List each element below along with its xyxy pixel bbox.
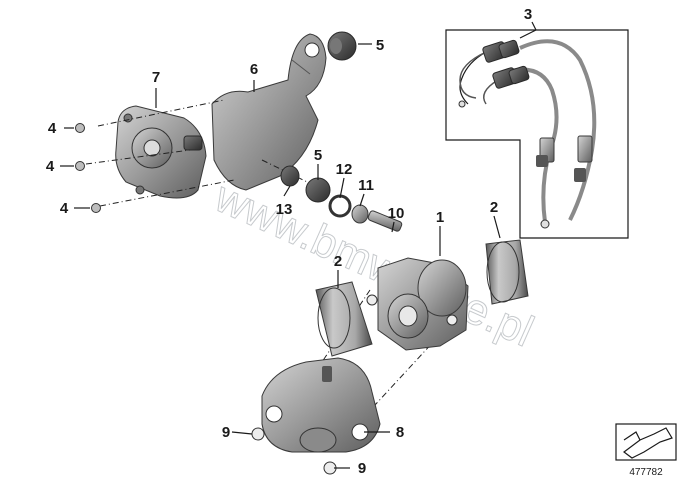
callout-10: 10 — [388, 205, 405, 222]
hose-clamp-left — [315, 281, 373, 357]
lower-cover — [261, 357, 381, 453]
callout-12: 12 — [336, 161, 353, 178]
callout-2-left: 2 — [334, 253, 342, 270]
callout-8: 8 — [396, 424, 404, 441]
screws — [75, 123, 101, 213]
alignment-line — [97, 99, 225, 127]
callout-9-left: 9 — [222, 424, 230, 441]
callout-13: 13 — [276, 201, 293, 218]
sensor-cover — [211, 33, 327, 191]
leader-lines — [60, 21, 537, 469]
callout-6: 6 — [250, 61, 258, 78]
callout-9-bottom: 9 — [358, 460, 366, 477]
alignment-line — [85, 149, 191, 165]
callout-5-top: 5 — [376, 37, 384, 54]
callout-4-top: 4 — [48, 120, 57, 137]
callout-5-mid: 5 — [314, 147, 322, 164]
callout-4-mid: 4 — [46, 158, 55, 175]
hose-clamp-right — [485, 239, 529, 305]
callout-11: 11 — [358, 177, 374, 194]
throttle-body — [366, 257, 469, 351]
catalog-number: 477782 — [629, 467, 663, 478]
callout-labels: 3 5 6 7 4 4 4 5 12 11 13 10 1 2 2 9 8 9 — [46, 6, 532, 477]
arrow-icon — [615, 423, 677, 461]
position-sensor — [115, 105, 207, 199]
callout-3: 3 — [524, 6, 532, 23]
callout-1: 1 — [436, 209, 444, 226]
bushing-stack — [280, 165, 403, 232]
callout-7: 7 — [152, 69, 160, 86]
grommet-top — [327, 31, 357, 61]
alignment-line — [99, 179, 235, 207]
callout-2-right: 2 — [490, 199, 498, 216]
cable-set-box — [445, 29, 629, 239]
callout-4-bottom: 4 — [60, 200, 69, 217]
